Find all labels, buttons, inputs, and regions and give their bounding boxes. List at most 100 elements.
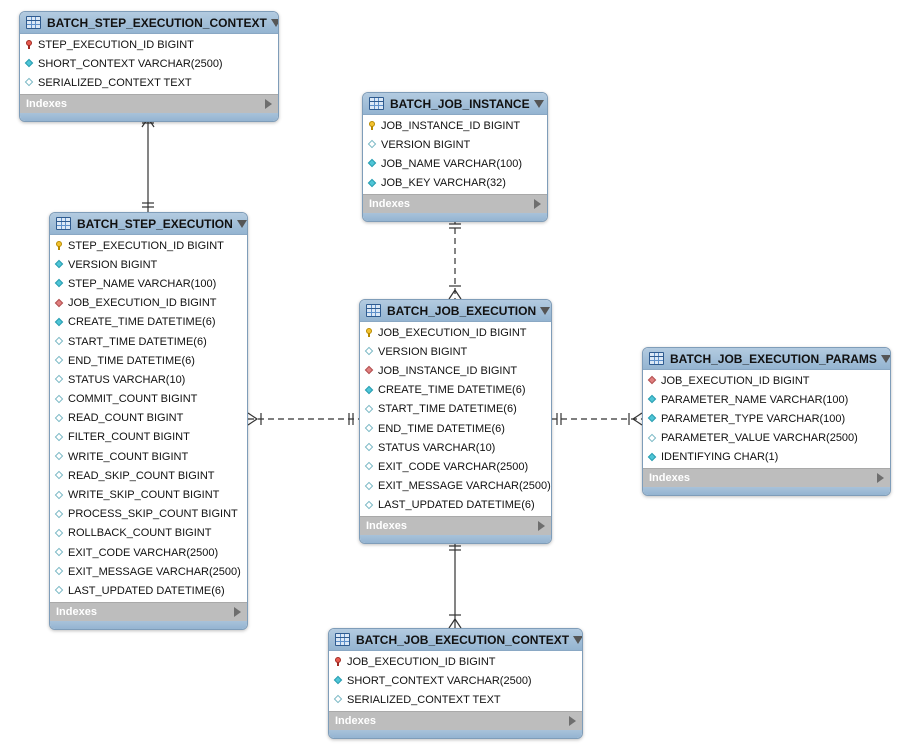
table-footer [360, 534, 551, 543]
column-row[interactable]: PROCESS_SKIP_COUNT BIGINT [50, 505, 247, 524]
column-row[interactable]: SHORT_CONTEXT VARCHAR(2500) [20, 54, 278, 73]
column-row[interactable]: SERIALIZED_CONTEXT TEXT [20, 73, 278, 92]
expand-triangle-icon[interactable] [265, 98, 272, 109]
column-row[interactable]: WRITE_COUNT BIGINT [50, 447, 247, 466]
column-row[interactable]: END_TIME DATETIME(6) [360, 419, 551, 438]
table-footer [20, 112, 278, 121]
column-row[interactable]: READ_COUNT BIGINT [50, 409, 247, 428]
nullable-diamond-icon [55, 356, 64, 365]
column-label: PARAMETER_NAME VARCHAR(100) [661, 393, 849, 406]
column-row[interactable]: JOB_INSTANCE_ID BIGINT [360, 361, 551, 380]
collapse-arrow-icon[interactable] [880, 354, 890, 363]
pk-fk-key-icon [334, 657, 343, 667]
table-footer [363, 212, 547, 221]
column-row[interactable]: STEP_EXECUTION_ID BIGINT [20, 35, 278, 54]
column-row[interactable]: STATUS VARCHAR(10) [50, 370, 247, 389]
table-icon [649, 352, 664, 365]
column-row[interactable]: VERSION BIGINT [363, 135, 547, 154]
table-name: BATCH_STEP_EXECUTION_CONTEXT [47, 15, 267, 30]
column-row[interactable]: EXIT_CODE VARCHAR(2500) [50, 543, 247, 562]
column-row[interactable]: ROLLBACK_COUNT BIGINT [50, 524, 247, 543]
table-batch-job-execution-params[interactable]: BATCH_JOB_EXECUTION_PARAMS JOB_EXECUTION_… [642, 347, 891, 496]
indexes-section[interactable]: Indexes [363, 193, 547, 213]
column-row[interactable]: PARAMETER_NAME VARCHAR(100) [643, 390, 890, 409]
column-row[interactable]: PARAMETER_VALUE VARCHAR(2500) [643, 429, 890, 448]
column-row[interactable]: COMMIT_COUNT BIGINT [50, 390, 247, 409]
indexes-section[interactable]: Indexes [50, 601, 247, 621]
table-header[interactable]: BATCH_JOB_INSTANCE [363, 93, 547, 115]
collapse-arrow-icon[interactable] [533, 99, 544, 108]
column-row[interactable]: CREATE_TIME DATETIME(6) [360, 381, 551, 400]
column-label: STEP_NAME VARCHAR(100) [68, 277, 217, 290]
table-header[interactable]: BATCH_JOB_EXECUTION_PARAMS [643, 348, 890, 370]
column-row[interactable]: START_TIME DATETIME(6) [50, 332, 247, 351]
column-row[interactable]: EXIT_MESSAGE VARCHAR(2500) [50, 562, 247, 581]
table-header[interactable]: BATCH_JOB_EXECUTION [360, 300, 551, 322]
column-row[interactable]: VERSION BIGINT [360, 342, 551, 361]
column-row[interactable]: EXIT_CODE VARCHAR(2500) [360, 457, 551, 476]
expand-triangle-icon[interactable] [538, 520, 545, 531]
expand-triangle-icon[interactable] [569, 715, 576, 726]
column-row[interactable]: SHORT_CONTEXT VARCHAR(2500) [329, 671, 582, 690]
indexes-label: Indexes [56, 605, 97, 618]
column-row[interactable]: START_TIME DATETIME(6) [360, 400, 551, 419]
column-list: STEP_EXECUTION_ID BIGINT SHORT_CONTEXT VA… [20, 34, 278, 94]
nullable-diamond-icon [648, 434, 657, 443]
column-row[interactable]: CREATE_TIME DATETIME(6) [50, 313, 247, 332]
column-row[interactable]: LAST_UPDATED DATETIME(6) [50, 581, 247, 600]
column-row[interactable]: IDENTIFYING CHAR(1) [643, 448, 890, 467]
column-row[interactable]: LAST_UPDATED DATETIME(6) [360, 496, 551, 515]
column-row[interactable]: WRITE_SKIP_COUNT BIGINT [50, 485, 247, 504]
table-footer [50, 620, 247, 629]
column-row[interactable]: JOB_EXECUTION_ID BIGINT [643, 371, 890, 390]
not-null-diamond-icon [55, 318, 64, 327]
column-label: READ_SKIP_COUNT BIGINT [68, 469, 215, 482]
nullable-diamond-icon [55, 395, 64, 404]
indexes-section[interactable]: Indexes [329, 710, 582, 730]
indexes-section[interactable]: Indexes [643, 467, 890, 487]
column-row[interactable]: JOB_EXECUTION_ID BIGINT [360, 323, 551, 342]
collapse-arrow-icon[interactable] [270, 18, 278, 27]
collapse-arrow-icon[interactable] [236, 219, 247, 228]
not-null-diamond-icon [55, 260, 64, 269]
table-batch-step-execution-context[interactable]: BATCH_STEP_EXECUTION_CONTEXT STEP_EXECUTI… [19, 11, 279, 122]
nullable-diamond-icon [55, 433, 64, 442]
column-row[interactable]: EXIT_MESSAGE VARCHAR(2500) [360, 477, 551, 496]
table-header[interactable]: BATCH_STEP_EXECUTION [50, 213, 247, 235]
column-row[interactable]: JOB_INSTANCE_ID BIGINT [363, 116, 547, 135]
column-label: ROLLBACK_COUNT BIGINT [68, 527, 212, 540]
column-label: LAST_UPDATED DATETIME(6) [378, 499, 535, 512]
column-label: JOB_EXECUTION_ID BIGINT [661, 374, 810, 387]
column-row[interactable]: END_TIME DATETIME(6) [50, 351, 247, 370]
collapse-arrow-icon[interactable] [540, 306, 551, 315]
indexes-label: Indexes [366, 519, 407, 532]
column-row[interactable]: JOB_NAME VARCHAR(100) [363, 154, 547, 173]
column-row[interactable]: JOB_EXECUTION_ID BIGINT [50, 294, 247, 313]
expand-triangle-icon[interactable] [534, 198, 541, 209]
indexes-section[interactable]: Indexes [360, 515, 551, 535]
expand-triangle-icon[interactable] [877, 472, 884, 483]
expand-triangle-icon[interactable] [234, 606, 241, 617]
not-null-diamond-icon [334, 676, 343, 685]
column-row[interactable]: STEP_NAME VARCHAR(100) [50, 274, 247, 293]
column-row[interactable]: SERIALIZED_CONTEXT TEXT [329, 690, 582, 709]
table-header[interactable]: BATCH_STEP_EXECUTION_CONTEXT [20, 12, 278, 34]
not-null-diamond-icon [25, 59, 34, 68]
column-label: SHORT_CONTEXT VARCHAR(2500) [38, 57, 223, 70]
column-row[interactable]: VERSION BIGINT [50, 255, 247, 274]
collapse-arrow-icon[interactable] [573, 635, 582, 644]
column-row[interactable]: JOB_KEY VARCHAR(32) [363, 174, 547, 193]
column-row[interactable]: STEP_EXECUTION_ID BIGINT [50, 236, 247, 255]
column-row[interactable]: READ_SKIP_COUNT BIGINT [50, 466, 247, 485]
column-row[interactable]: STATUS VARCHAR(10) [360, 438, 551, 457]
column-row[interactable]: FILTER_COUNT BIGINT [50, 428, 247, 447]
column-row[interactable]: JOB_EXECUTION_ID BIGINT [329, 652, 582, 671]
table-header[interactable]: BATCH_JOB_EXECUTION_CONTEXT [329, 629, 582, 651]
indexes-section[interactable]: Indexes [20, 93, 278, 113]
column-label: COMMIT_COUNT BIGINT [68, 393, 198, 406]
column-row[interactable]: PARAMETER_TYPE VARCHAR(100) [643, 409, 890, 428]
